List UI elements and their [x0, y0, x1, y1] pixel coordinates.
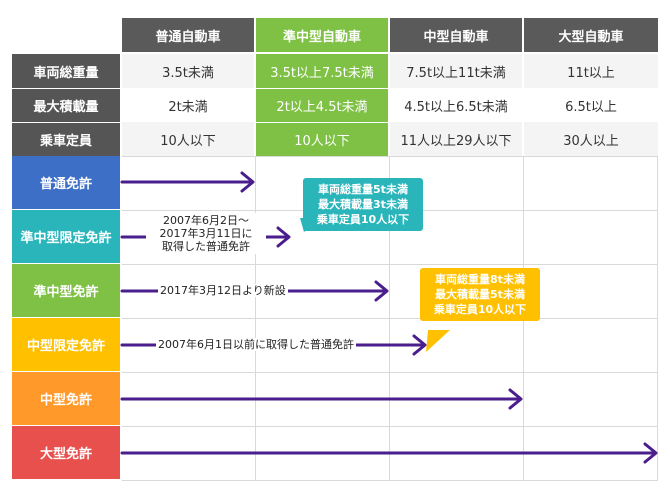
arrow-semi-limited-head: [276, 226, 291, 248]
spec-cell: 6.5t以上: [524, 88, 658, 122]
grid-line: [657, 156, 658, 480]
arrow-semi-head: [374, 280, 389, 302]
bubble-line: 車両総重量8t未満: [435, 273, 525, 286]
spec-cell: 2t未満: [122, 88, 254, 122]
grid-line: [122, 264, 658, 265]
spec-cell: 3.5t未満: [122, 54, 254, 88]
bubble-yellow-tail: [426, 330, 450, 352]
license-semi-medium-limited: 準中型限定免許: [12, 210, 120, 263]
annotation-line: 2007年6月2日〜: [163, 214, 249, 227]
arrow-regular-head: [240, 171, 255, 193]
row-label-capacity: 乗車定員: [12, 122, 120, 156]
bubble-line: 最大積載量3t未満: [318, 198, 408, 211]
grid-line: [389, 156, 390, 480]
grid-line: [122, 426, 658, 427]
grid-line: [122, 156, 658, 157]
bubble-line: 乗車定員10人以下: [433, 303, 527, 316]
column-header-semi-medium: 準中型自動車: [256, 18, 388, 52]
annotation-line: 取得した普通免許: [162, 240, 250, 253]
spec-cell: 7.5t以上11t未満: [390, 54, 522, 88]
row-label-gross-weight: 車両総重量: [12, 54, 120, 88]
bubble-line: 最大積載量5t未満: [435, 288, 525, 301]
bubble-semi-limited-spec: 車両総重量5t未満 最大積載量3t未満 乗車定員10人以下: [303, 178, 423, 231]
bubble-mid-limited-spec: 車両総重量8t未満 最大積載量5t未満 乗車定員10人以下: [420, 268, 540, 321]
license-large: 大型免許: [12, 426, 120, 479]
annotation-semi-limited: 2007年6月2日〜 2017年3月11日に 取得した普通免許: [146, 213, 266, 254]
arrow-medium-head: [508, 388, 523, 410]
grid-line: [255, 156, 256, 480]
annotation-mid-limited: 2007年6月1日以前に取得した普通免許: [156, 338, 356, 351]
grid-line: [122, 372, 658, 373]
grid-line: [122, 318, 658, 319]
license-medium: 中型免許: [12, 372, 120, 425]
row-label-max-load: 最大積載量: [12, 88, 120, 122]
license-semi-medium: 準中型免許: [12, 264, 120, 317]
license-medium-limited: 中型限定免許: [12, 318, 120, 371]
spec-cell: 2t以上4.5t未満: [256, 88, 388, 122]
bubble-line: 車両総重量5t未満: [318, 183, 408, 196]
spec-cell: 4.5t以上6.5t未満: [390, 88, 522, 122]
column-header-medium: 中型自動車: [390, 18, 522, 52]
arrow-large-head: [643, 442, 658, 464]
spec-cell: 11人以上29人以下: [390, 122, 522, 156]
spec-cell: 10人以下: [256, 122, 388, 156]
spec-cell: 11t以上: [524, 54, 658, 88]
bubble-line: 乗車定員10人以下: [316, 213, 410, 226]
annotation-semi: 2017年3月12日より新設: [158, 284, 288, 297]
column-header-large: 大型自動車: [524, 18, 658, 52]
column-header-regular: 普通自動車: [122, 18, 254, 52]
spec-cell: 3.5t以上7.5t未満: [256, 54, 388, 88]
spec-cell: 30人以上: [524, 122, 658, 156]
grid-line: [122, 480, 658, 481]
annotation-line: 2017年3月11日に: [159, 227, 253, 240]
arrow-mid-limited-head: [412, 334, 427, 356]
spec-cell: 10人以下: [122, 122, 254, 156]
license-regular: 普通免許: [12, 156, 120, 209]
